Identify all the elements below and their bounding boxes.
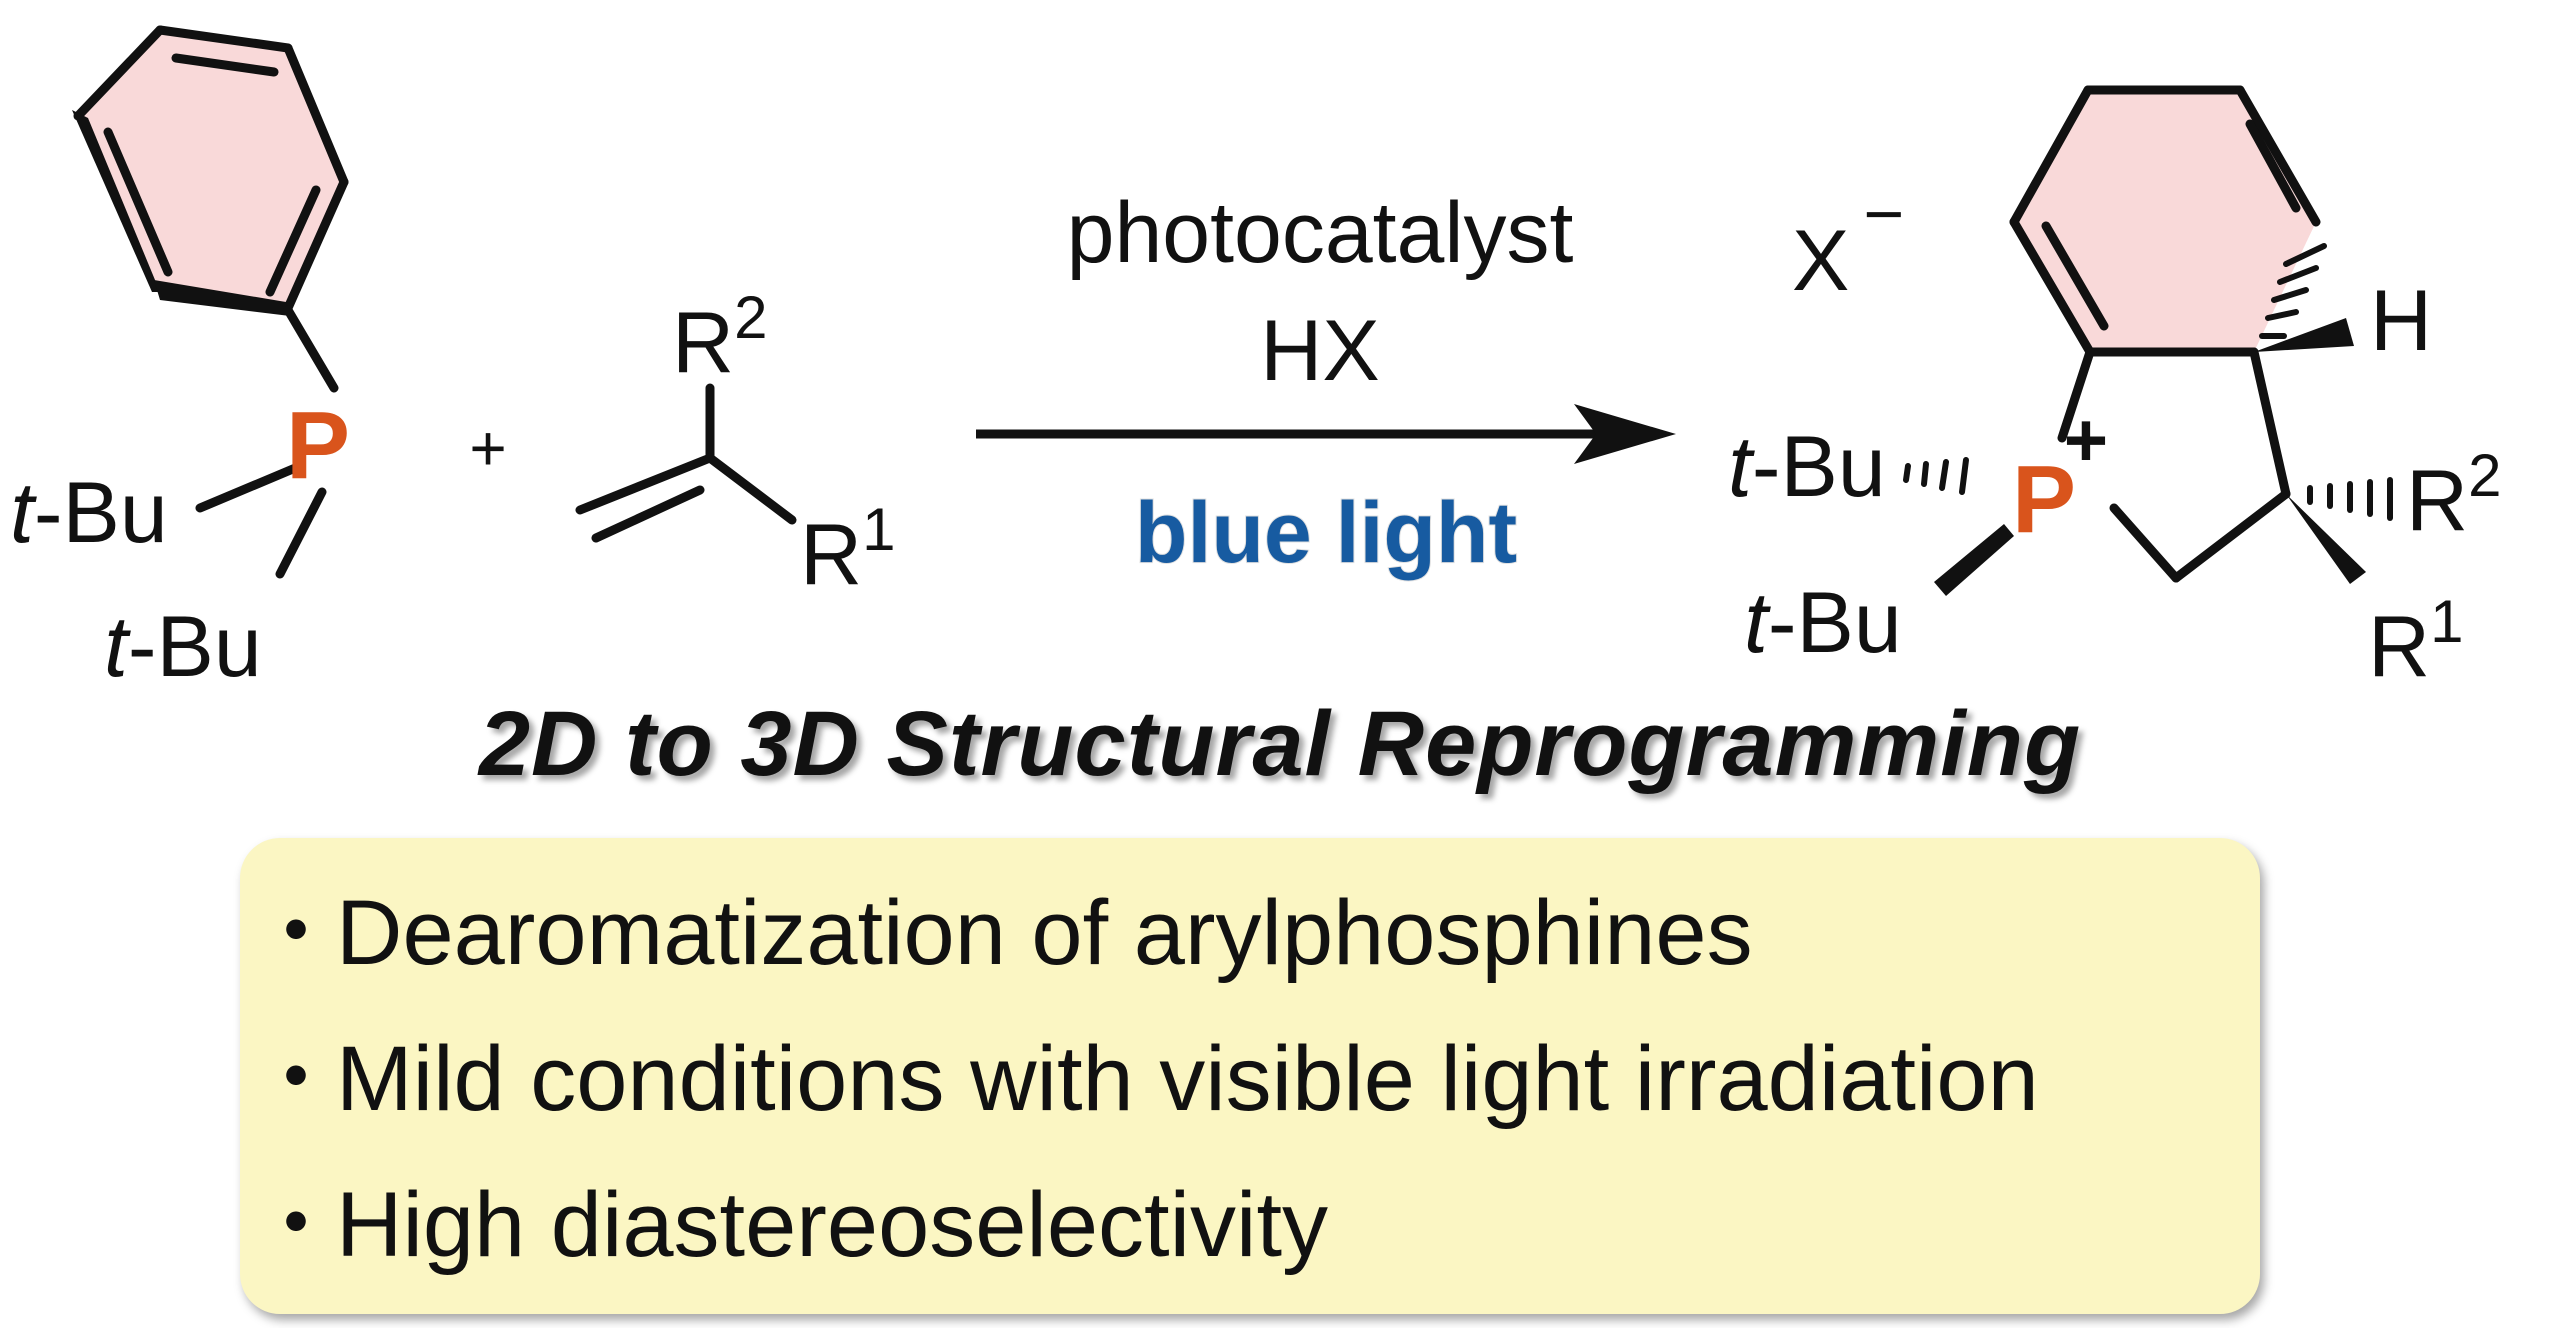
feature-text: Dearomatization of arylphosphines (336, 882, 1753, 984)
tbu-label: t-Bu (1744, 575, 1902, 671)
arylphosphine-reactant: P t-Bu t-Bu (10, 25, 350, 695)
bullet-icon: ・ (250, 1174, 343, 1276)
list-item: ・Dearomatization of arylphosphines (240, 860, 2260, 1006)
list-item: ・Mild conditions with visible light irra… (240, 1006, 2260, 1152)
positive-charge: + (2064, 398, 2108, 483)
phosphonium-product: H X− P + t-Bu t-Bu (1728, 85, 2501, 695)
bullet-icon: ・ (250, 882, 343, 984)
tbu-label: t-Bu (104, 599, 262, 695)
tbu-label: t-Bu (10, 465, 168, 561)
cyclohexadiene-ring (2014, 90, 2316, 352)
phenyl-ring (78, 30, 344, 308)
alkene-reactant: R2 R1 (575, 284, 895, 603)
phosphorus-atom: P (286, 392, 350, 499)
hashed-bond (2259, 243, 2327, 339)
r1-substituent: R1 (800, 496, 895, 603)
feature-text: Mild conditions with visible light irrad… (336, 1028, 2039, 1130)
r1-substituent: R1 (2368, 588, 2463, 695)
wedge-bond (2286, 494, 2366, 584)
list-item: ・High diastereoselectivity (240, 1152, 2260, 1298)
reaction-scheme: P t-Bu t-Bu + R2 R1 photocatalyst HX blu… (10, 25, 2501, 695)
condition-acid: HX (1260, 303, 1379, 399)
wedge-bond (2254, 318, 2354, 352)
features-panel: ・Dearomatization of arylphosphines ・Mild… (240, 838, 2260, 1314)
plus-sign: + (469, 412, 506, 484)
phosphorus-atom: P (2012, 446, 2076, 553)
reaction-arrow: photocatalyst HX blue light (976, 185, 1676, 582)
wedge-bond (72, 110, 160, 292)
r2-substituent: R2 (2406, 442, 2501, 549)
counterion: X− (1792, 175, 1904, 309)
feature-text: High diastereoselectivity (336, 1174, 1329, 1276)
condition-light: blue light (1135, 485, 1517, 581)
scheme-title: 2D to 3D Structural Reprogramming (478, 693, 2082, 795)
r2-substituent: R2 (672, 284, 767, 391)
arrow-head-icon (1574, 404, 1676, 464)
condition-catalyst: photocatalyst (1067, 185, 1574, 281)
wedge-bond (154, 280, 290, 316)
bullet-icon: ・ (250, 1028, 343, 1130)
hashed-bond (1903, 457, 1969, 495)
tbu-label: t-Bu (1728, 419, 1886, 515)
hydrogen-atom: H (2370, 273, 2432, 369)
hashed-bond (2307, 477, 2393, 521)
wedge-bond (1934, 524, 2014, 596)
feature-list: ・Dearomatization of arylphosphines ・Mild… (240, 838, 2260, 1298)
